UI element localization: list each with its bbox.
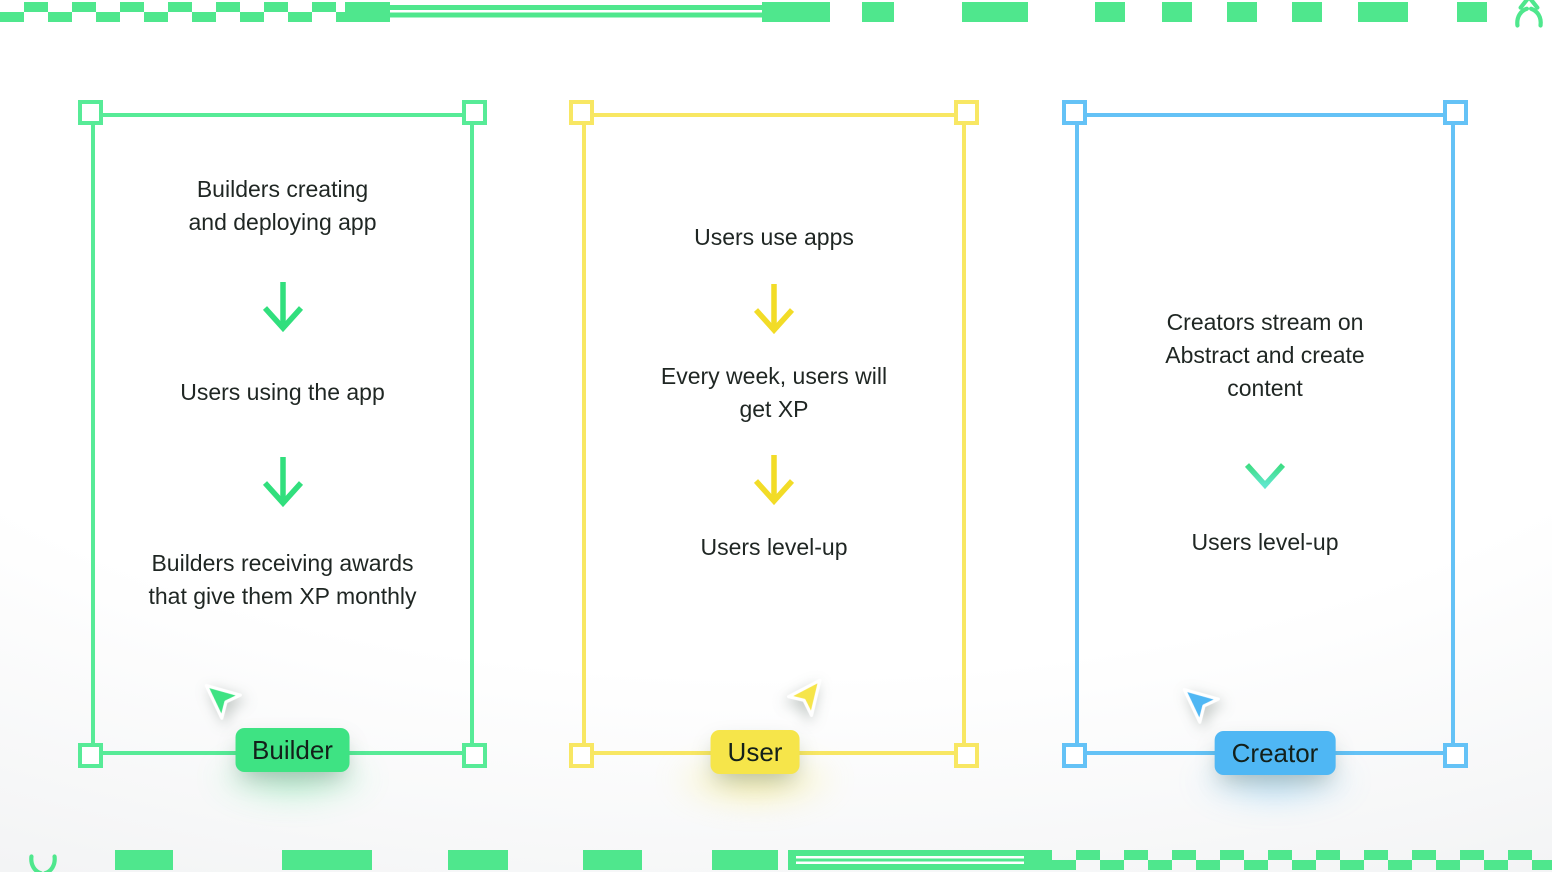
decor-block [1095,2,1125,22]
selection-handle[interactable] [78,743,103,768]
stripe-pattern [390,2,762,22]
decor-block [1162,2,1192,22]
selection-handle[interactable] [78,100,103,125]
step-text: Builders creating and deploying app [188,176,377,235]
user-frame[interactable]: Users use apps Every week, users will ge… [569,100,979,820]
decor-block [282,850,372,870]
selection-handle[interactable] [1443,743,1468,768]
decor-block [962,2,1028,22]
selection-handle[interactable] [954,743,979,768]
step-text: Users level-up [700,534,848,560]
selection-handle[interactable] [954,100,979,125]
decor-block [583,850,642,870]
down-arrow-icon [753,455,795,506]
top-decor-bar [0,2,1552,22]
decor-block [345,2,390,22]
stripe-pattern [788,850,1052,870]
step-text: Creators stream on Abstract and create c… [1165,309,1365,401]
step-text: Builders receiving awards that give them… [148,550,417,609]
decor-block [862,2,894,22]
selection-handle[interactable] [1062,100,1087,125]
checker-pattern [0,2,345,22]
down-arrow-icon [262,457,303,508]
down-arrow-icon [1244,439,1286,490]
down-arrow-icon [753,284,795,335]
selection-handle[interactable] [462,100,487,125]
collaborator-cursor-icon [785,678,827,721]
decor-block [1358,2,1408,22]
decor-block [115,850,173,870]
frame-border [1075,113,1455,755]
step-text: Users use apps [694,224,854,250]
abstract-spark-icon [29,854,57,872]
decor-block [762,2,830,22]
decor-block [1457,2,1487,22]
step-text: Users level-up [1191,529,1339,555]
user-label-badge[interactable]: User [710,730,800,774]
selection-handle[interactable] [1062,743,1087,768]
builder-label-badge[interactable]: Builder [235,728,350,772]
frame-border [582,113,966,755]
decor-block [712,850,778,870]
selection-handle[interactable] [569,743,594,768]
selection-handle[interactable] [462,743,487,768]
selection-handle[interactable] [569,100,594,125]
decor-block [448,850,508,870]
creator-label-badge[interactable]: Creator [1214,731,1336,775]
builder-frame[interactable]: Builders creating and deploying app User… [78,100,487,818]
decor-block [1227,2,1257,22]
step-text: Users using the app [180,379,385,405]
collaborator-cursor-icon [203,681,245,723]
collaborator-cursor-icon [1181,685,1223,727]
checker-pattern [1052,850,1552,870]
abstract-spark-icon [1515,0,1543,28]
creator-frame[interactable]: Creators stream on Abstract and create c… [1062,100,1468,821]
step-text: Every week, users will get XP [660,363,888,422]
bottom-decor-bar [0,850,1552,870]
down-arrow-icon [262,282,303,333]
decor-block [1292,2,1322,22]
selection-handle[interactable] [1443,100,1468,125]
